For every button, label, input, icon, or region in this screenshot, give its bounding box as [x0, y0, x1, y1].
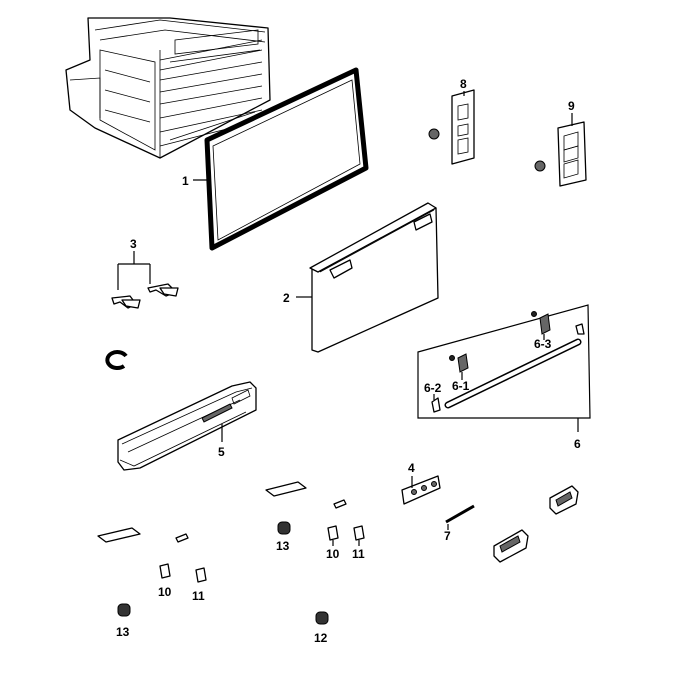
clip-11-lower [195, 567, 207, 583]
label-11-upper: 11 [352, 547, 365, 561]
label-2: 2 [283, 291, 290, 305]
clip-11-upper [353, 525, 365, 541]
cover-plate-upper [265, 481, 307, 497]
hinge-plate-9 [534, 121, 587, 187]
label-8: 8 [460, 77, 467, 91]
label-13-upper: 13 [276, 539, 290, 553]
small-clip-lower [175, 533, 189, 543]
label-11-lower: 11 [192, 589, 205, 603]
screw-13-upper [277, 521, 291, 535]
label-10-lower: 10 [158, 585, 172, 599]
label-5: 5 [218, 445, 225, 459]
handle-cap-6-3 [531, 311, 551, 335]
label-6: 6 [574, 437, 581, 451]
label-6-3: 6-3 [534, 337, 552, 351]
label-6-1: 6-1 [452, 379, 470, 393]
handle-end-cap [575, 323, 585, 335]
clip-10-upper [327, 525, 339, 541]
label-7: 7 [444, 529, 451, 543]
clip-10-lower [159, 563, 171, 579]
handle-assembly [417, 304, 591, 419]
freezer-door-panel [309, 202, 439, 353]
hinge-plate-8 [428, 89, 475, 165]
leader-line-3 [117, 251, 151, 290]
label-13-lower: 13 [116, 625, 130, 639]
rod-7 [445, 504, 475, 524]
hinge-bracket-pair [111, 283, 179, 309]
snap-ring [105, 350, 128, 371]
label-3: 3 [130, 237, 137, 251]
latch-lower [493, 529, 529, 563]
handle-screw-6-2 [431, 397, 441, 413]
label-4: 4 [408, 461, 415, 475]
latch-upper [549, 485, 579, 515]
door-gasket [204, 67, 369, 251]
screw-13-lower [117, 603, 131, 617]
refrigerator-cabinet [65, 17, 271, 159]
label-9: 9 [568, 99, 575, 113]
handle-cap-6-1 [449, 353, 469, 373]
label-10-upper: 10 [326, 547, 340, 561]
label-12: 12 [314, 631, 328, 645]
cover-plate-lower [97, 527, 141, 543]
label-1: 1 [182, 174, 189, 188]
door-bin [117, 381, 257, 471]
bracket-plate-4 [401, 475, 441, 505]
label-6-2: 6-2 [424, 381, 442, 395]
small-clip-upper [333, 499, 347, 509]
screw-12 [315, 611, 329, 625]
